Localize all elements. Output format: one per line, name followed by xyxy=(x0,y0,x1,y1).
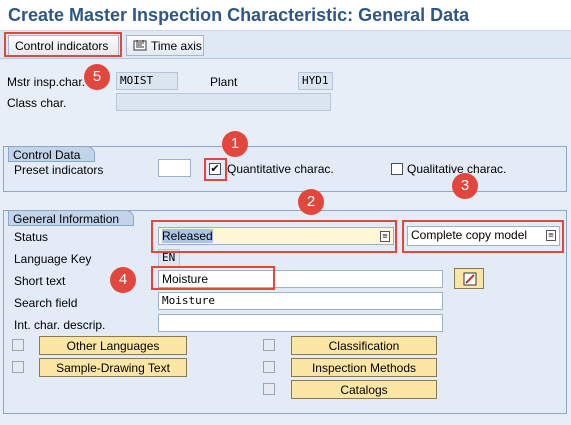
annotation-badge-4: 4 xyxy=(110,267,136,293)
classification-checkbox xyxy=(263,339,275,351)
inspection-methods-checkbox xyxy=(263,361,275,373)
preset-indicators-label: Preset indicators xyxy=(14,163,104,177)
language-key-label: Language Key xyxy=(14,252,92,266)
copy-model-value: Complete copy model xyxy=(411,228,528,242)
short-text-label: Short text xyxy=(14,274,66,288)
sample-drawing-checkbox xyxy=(12,361,24,373)
edit-pencil-icon xyxy=(463,272,477,286)
highlight-quantitative xyxy=(204,158,227,181)
page-title: Create Master Inspection Characteristic:… xyxy=(0,0,571,31)
application-toolbar: Control indicators Time axis xyxy=(0,31,571,59)
time-axis-label: Time axis xyxy=(151,38,202,53)
annotation-badge-2: 2 xyxy=(298,189,324,215)
classification-button[interactable]: Classification xyxy=(291,336,437,355)
other-languages-checkbox xyxy=(12,339,24,351)
checkmark-icon: ✔ xyxy=(210,162,220,175)
class-char-label: Class char. xyxy=(7,96,67,110)
highlight-copy-model xyxy=(402,220,564,253)
mstr-insp-char-field: MOIST xyxy=(116,72,178,90)
inspection-methods-button[interactable]: Inspection Methods xyxy=(291,358,437,377)
sample-drawing-button[interactable]: Sample-Drawing Text xyxy=(39,358,187,377)
int-char-descrip-label: Int. char. descrip. xyxy=(14,318,106,332)
dropdown-icon: ≡ xyxy=(546,230,556,241)
qualitative-checkbox[interactable] xyxy=(391,163,403,175)
plant-label: Plant xyxy=(210,75,238,89)
status-value: Released xyxy=(162,229,213,243)
class-char-field xyxy=(116,93,331,111)
general-information-title: General Information xyxy=(8,210,135,226)
highlight-control-indicators xyxy=(4,32,122,57)
other-languages-button[interactable]: Other Languages xyxy=(39,336,187,355)
annotation-badge-1: 1 xyxy=(222,131,248,157)
int-char-descrip-field[interactable] xyxy=(158,314,443,332)
short-text-field[interactable]: Moisture xyxy=(158,270,443,288)
preset-indicators-field[interactable] xyxy=(158,159,191,177)
control-data-title: Control Data xyxy=(8,146,96,162)
highlight-status xyxy=(151,220,397,253)
highlight-short-text xyxy=(151,266,275,290)
catalogs-button[interactable]: Catalogs xyxy=(291,380,437,399)
annotation-badge-5: 5 xyxy=(84,64,110,90)
time-axis-icon xyxy=(133,39,147,52)
status-dropdown[interactable]: Released ≡ xyxy=(158,227,394,245)
annotation-badge-3: 3 xyxy=(452,173,478,199)
status-label: Status xyxy=(14,230,49,244)
qualitative-label: Qualitative charac. xyxy=(407,162,507,176)
quantitative-checkbox[interactable]: ✔ xyxy=(209,163,221,175)
catalogs-checkbox xyxy=(263,383,275,395)
copy-model-dropdown[interactable]: Complete copy model ≡ xyxy=(407,226,560,246)
quantitative-label: Quantitative charac. xyxy=(227,162,334,176)
edit-long-text-button[interactable] xyxy=(454,268,484,289)
control-indicators-button[interactable]: Control indicators xyxy=(8,35,119,56)
time-axis-button[interactable]: Time axis xyxy=(126,35,204,56)
control-indicators-label: Control indicators xyxy=(15,38,109,53)
mstr-insp-char-label: Mstr insp.char. xyxy=(7,75,86,89)
search-field[interactable]: Moisture xyxy=(158,292,443,310)
dropdown-icon: ≡ xyxy=(380,231,390,242)
search-field-label: Search field xyxy=(14,296,78,310)
plant-field: HYD1 xyxy=(298,72,333,90)
